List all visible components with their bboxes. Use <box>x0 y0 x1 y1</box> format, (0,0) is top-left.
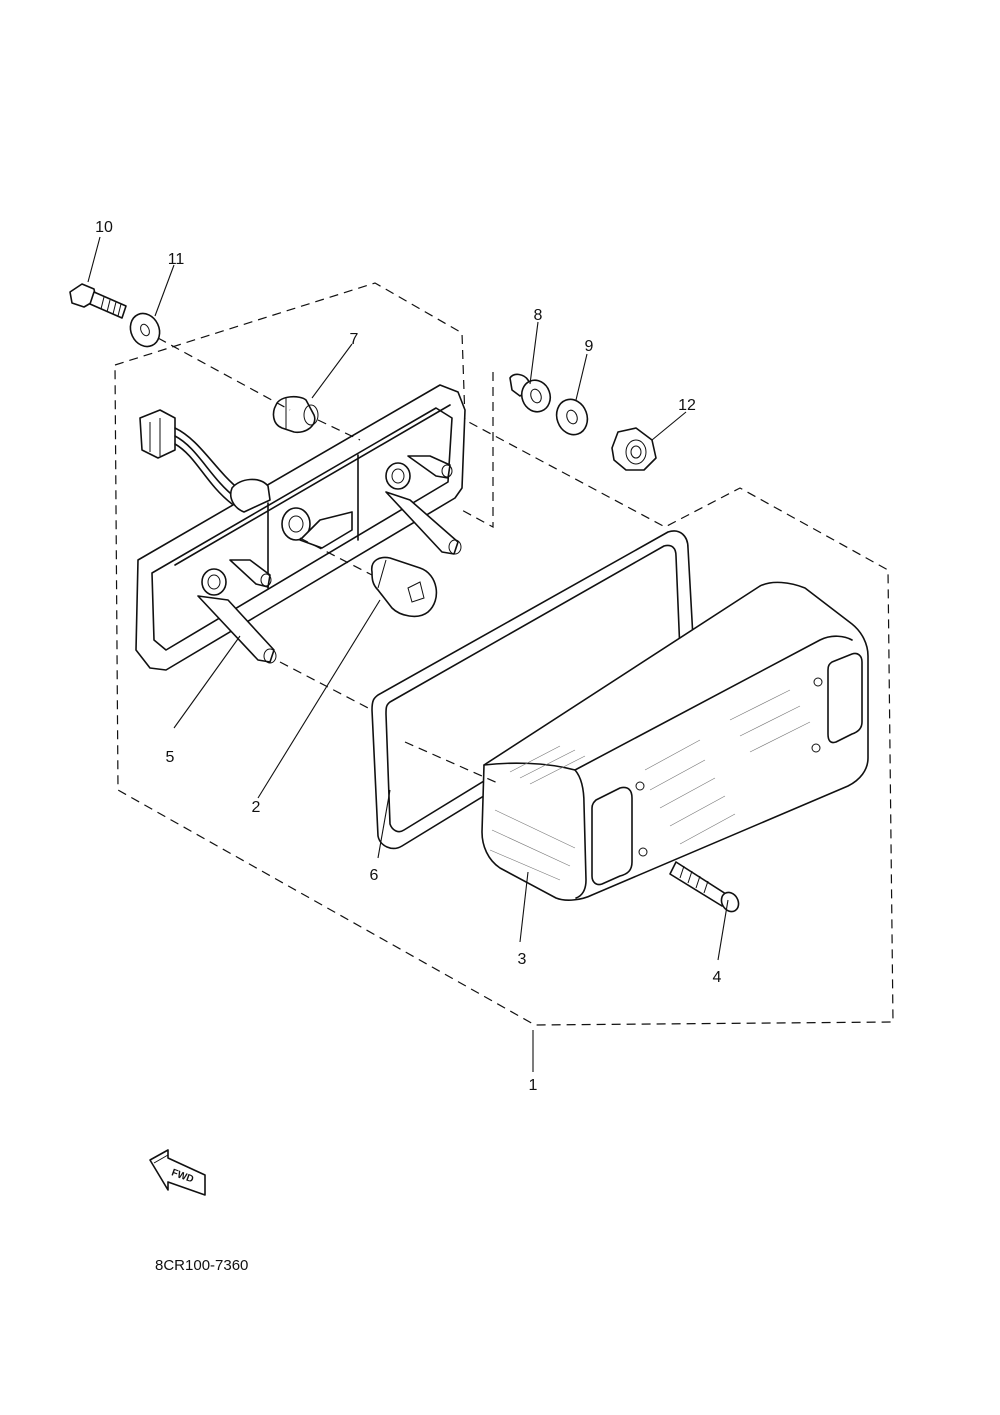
alignment-line <box>157 337 291 411</box>
alignment-line <box>299 537 373 576</box>
collar-part-8 <box>509 373 552 413</box>
washer-part-9 <box>555 398 589 436</box>
assembly-outline-dashed <box>114 282 894 1026</box>
leader-lines <box>87 236 729 1072</box>
flange-bolt-part-10 <box>69 283 127 319</box>
flange-nut-part-12 <box>611 427 657 471</box>
alignment-line <box>317 419 361 441</box>
callout-number: 10 <box>95 219 113 236</box>
callout-number: 2 <box>252 799 261 816</box>
callout-number: 1 <box>529 1077 538 1094</box>
callout-number: 7 <box>350 331 359 348</box>
lamp-housing-part-5 <box>135 384 466 671</box>
callout-number: 4 <box>713 969 722 986</box>
bulb-part-2 <box>370 556 438 618</box>
callout-number: 6 <box>370 867 379 884</box>
callout-number: 8 <box>534 307 543 324</box>
forward-arrow-icon: FWD <box>149 1149 206 1196</box>
callout-number: 3 <box>518 951 527 968</box>
washer-part-11 <box>129 312 161 348</box>
lens-part-3 <box>481 581 869 901</box>
callout-number: 11 <box>168 251 185 268</box>
callout-number: 9 <box>585 338 594 355</box>
drawing-code: 8CR100-7360 <box>155 1257 248 1274</box>
callout-number: 5 <box>166 749 175 766</box>
grommet-part-7 <box>272 395 319 434</box>
screw-part-4 <box>669 861 740 913</box>
alignment-line <box>279 661 373 711</box>
subassembly-outline-dashed <box>457 372 494 529</box>
callout-number: 12 <box>678 397 696 414</box>
alignment-line <box>404 741 501 785</box>
